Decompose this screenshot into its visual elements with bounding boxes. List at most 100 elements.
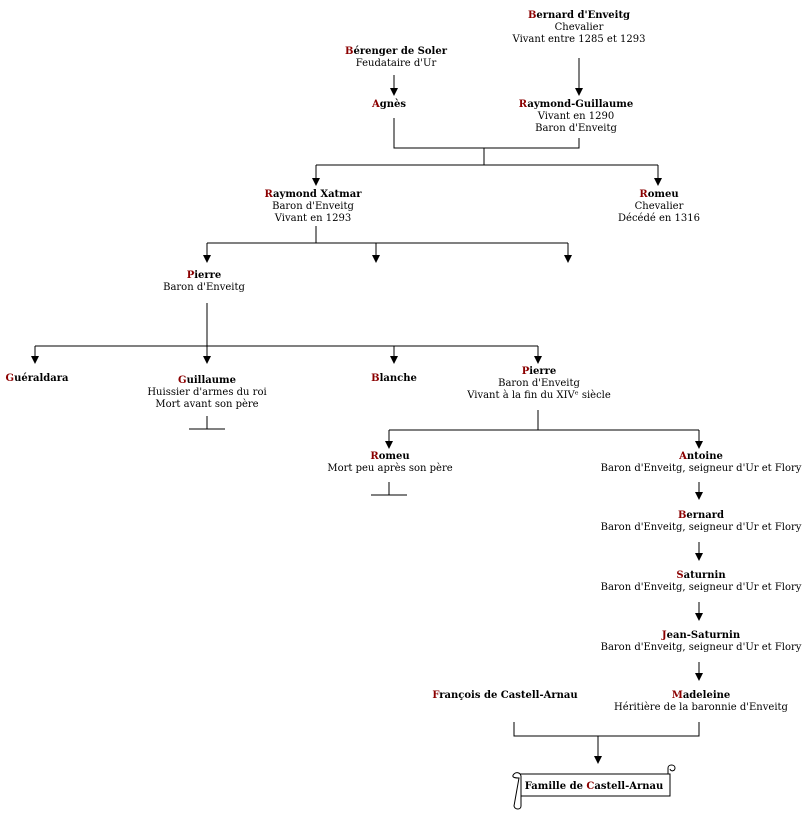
person-name-rest: aymond Xatmar — [273, 189, 362, 200]
person-detail: Baron d'Enveitg — [498, 378, 580, 389]
scroll-label-initial: C — [586, 781, 595, 792]
person-name-rest: ntoine — [686, 451, 723, 462]
person-detail: Baron d'Enveitg — [535, 123, 617, 134]
person-detail: Baron d'Enveitg, seigneur d'Ur et Flory — [600, 463, 802, 474]
scroll-label-pre: Famille de — [524, 781, 587, 792]
person-name-initial: P — [521, 366, 530, 377]
person-name-initial: A — [371, 99, 380, 110]
person-detail: Chevalier — [634, 201, 684, 212]
person-name-initial: A — [679, 451, 687, 462]
person-name: Guéraldara — [6, 373, 69, 385]
person-name: Bérenger de Soler — [345, 46, 447, 58]
person-name: Madeleine — [614, 690, 788, 702]
person-name-rest: lanche — [379, 373, 417, 384]
person-name-rest: omeu — [647, 189, 679, 200]
person-name-initial: R — [639, 189, 648, 200]
person-name-rest: aymond-Guillaume — [527, 99, 634, 110]
person-name-rest: rançois de Castell-Arnau — [439, 690, 578, 701]
person-gueraldara: Guéraldara — [6, 373, 69, 385]
person-name-initial: B — [371, 373, 380, 384]
person-name-rest: ernard d'Enveitg — [536, 10, 631, 21]
person-detail: Vivant entre 1285 et 1293 — [512, 34, 646, 45]
person-francois: François de Castell-Arnau — [432, 690, 577, 702]
person-name: Antoine — [601, 451, 802, 463]
person-name-initial: S — [676, 570, 684, 581]
person-name-initial: F — [432, 690, 440, 701]
person-detail: Feudataire d'Ur — [355, 58, 437, 69]
person-name-initial: B — [345, 46, 354, 57]
person-detail: Mort avant son père — [155, 399, 259, 410]
person-name: Guillaume — [147, 375, 266, 387]
person-name: Romeu — [618, 189, 700, 201]
person-detail: Chevalier — [554, 22, 604, 33]
person-name-initial: R — [370, 451, 379, 462]
person-name-initial: M — [671, 690, 683, 701]
person-detail: Vivant en 1290 — [537, 111, 615, 122]
person-name-rest: ierre — [529, 366, 557, 377]
person-detail: Baron d'Enveitg, seigneur d'Ur et Flory — [600, 522, 802, 533]
person-name: Raymond Xatmar — [264, 189, 361, 201]
person-name-initial: B — [527, 10, 537, 21]
person-name: Agnès — [372, 99, 406, 111]
person-blanche: Blanche — [371, 373, 417, 385]
person-name: Pierre — [163, 270, 245, 282]
person-name: Pierre — [467, 366, 611, 378]
person-detail: Décédé en 1316 — [618, 213, 700, 224]
person-name: Raymond-Guillaume — [519, 99, 633, 111]
person-detail: Baron d'Enveitg, seigneur d'Ur et Flory — [600, 642, 802, 653]
family-scroll-icon — [512, 764, 676, 810]
person-name-initial: R — [264, 189, 274, 200]
person-name: Blanche — [371, 373, 417, 385]
person-name-rest: ierre — [194, 270, 222, 281]
person-name-rest: ean-Saturnin — [666, 630, 741, 641]
person-name: Saturnin — [601, 570, 802, 582]
person-name-rest: uéraldara — [14, 373, 69, 384]
person-name-rest: adeleine — [682, 690, 731, 701]
person-name-initial: R — [518, 99, 528, 110]
person-name: François de Castell-Arnau — [432, 690, 577, 702]
person-name-initial: G — [5, 373, 15, 384]
person-name-rest: érenger de Soler — [353, 46, 447, 57]
person-name: Bernard — [601, 510, 802, 522]
person-detail: Vivant en 1293 — [274, 213, 352, 224]
person-detail: Héritière de la baronnie d'Enveitg — [614, 702, 788, 713]
person-name-rest: omeu — [378, 451, 410, 462]
person-name-initial: B — [677, 510, 687, 521]
person-name-rest: uillaume — [186, 375, 236, 386]
scroll-label: Famille de Castell-Arnau — [525, 781, 664, 792]
person-name-rest: ernard — [686, 510, 725, 521]
person-name-initial: J — [661, 630, 667, 641]
person-detail: Baron d'Enveitg — [163, 282, 245, 293]
person-detail: Baron d'Enveitg — [272, 201, 354, 212]
person-name-initial: P — [186, 270, 195, 281]
person-name-initial: G — [178, 375, 187, 386]
person-name-rest: gnès — [379, 99, 407, 110]
person-detail: Huissier d'armes du roi — [147, 387, 267, 398]
person-detail: Mort peu après son père — [327, 463, 453, 474]
connector-line — [513, 722, 700, 737]
person-name: Romeu — [327, 451, 452, 463]
person-name: Bernard d'Enveitg — [513, 10, 646, 22]
person-name-rest: aturnin — [683, 570, 726, 581]
scroll-label-post: astell-Arnau — [594, 781, 664, 792]
person-detail: Baron d'Enveitg, seigneur d'Ur et Flory — [600, 582, 802, 593]
person-name: Jean-Saturnin — [601, 630, 802, 642]
person-detail: Vivant à la fin du XIVᵉ siècle — [467, 390, 611, 401]
person-agnes: Agnès — [372, 99, 406, 111]
connector-line — [393, 118, 580, 149]
